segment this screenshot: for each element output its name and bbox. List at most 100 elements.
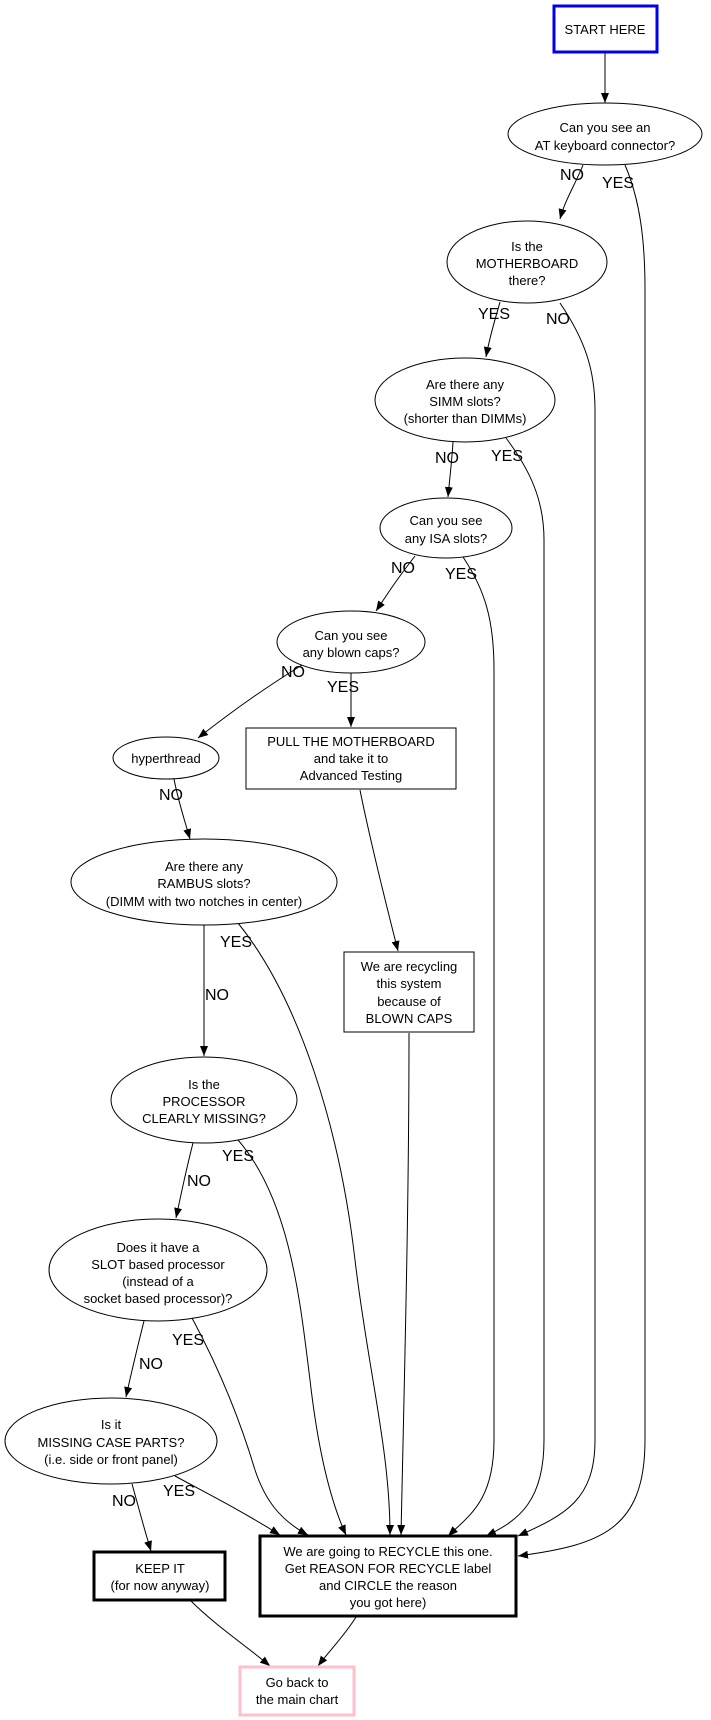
edge-isa-no (375, 555, 416, 612)
node-text-line: SLOT based processor (91, 1257, 225, 1272)
node-motherboard-question[interactable]: Is the MOTHERBOARD there? (446, 220, 608, 304)
edge-simm-yes (485, 437, 545, 1537)
node-text-line: CLEARLY MISSING? (142, 1111, 266, 1126)
edge-label-slot-yes: YES (172, 1332, 204, 1349)
edge-label-rambus-no: NO (205, 987, 229, 1004)
edge-label-caps-yes: YES (327, 679, 359, 696)
edge-blown-caps-no (197, 664, 303, 739)
node-text-line: SIMM slots? (429, 394, 501, 409)
node-text-line: (for now anyway) (111, 1578, 210, 1593)
edge-slot-no (124, 1320, 145, 1398)
node-keep-it[interactable]: KEEP IT (for now anyway) (92, 1550, 227, 1602)
edge-label-case-no: NO (112, 1493, 136, 1510)
edge-labels: NO YES YES NO NO YES NO YES NO YES NO YE… (112, 167, 634, 1510)
edge-label-proc-no: NO (187, 1173, 211, 1190)
node-text-line: Advanced Testing (300, 768, 402, 783)
node-text-line: and CIRCLE the reason (319, 1578, 457, 1593)
edge-label-case-yes: YES (163, 1483, 195, 1500)
node-text-line: Does it have a (116, 1240, 200, 1255)
node-text-line: (shorter than DIMMs) (404, 411, 527, 426)
node-isa-question[interactable]: Can you see any ISA slots? (379, 497, 513, 559)
node-text-line: any blown caps? (303, 645, 400, 660)
node-text-line: MISSING CASE PARTS? (38, 1435, 185, 1450)
node-text-line: this system (376, 976, 441, 991)
node-processor-question[interactable]: Is the PROCESSOR CLEARLY MISSING? (110, 1056, 298, 1144)
node-text-line: any ISA slots? (405, 531, 487, 546)
edge-processor-no (174, 1142, 194, 1219)
node-text-line: socket based processor)? (84, 1291, 233, 1306)
node-text-line: AT keyboard connector? (535, 138, 675, 153)
edge-label-caps-no: NO (281, 664, 305, 681)
node-recycling-blown-caps[interactable]: We are recycling this system because of … (343, 951, 475, 1033)
node-text-line: Can you see (410, 513, 483, 528)
start-label: START HERE (565, 22, 646, 37)
edge-hyperthread-no (173, 778, 192, 840)
node-text-line: (DIMM with two notches in center) (106, 894, 303, 909)
node-text-line: Can you see an (559, 120, 650, 135)
edge-recycle-to-go-back (317, 1616, 357, 1667)
edge-blown-caps-box-to-recycle (397, 1032, 410, 1536)
node-recycle[interactable]: We are going to RECYCLE this one. Get RE… (258, 1534, 518, 1618)
node-text-line: Go back to (266, 1675, 329, 1690)
edge-label-at-yes: YES (602, 175, 634, 192)
node-simm-question[interactable]: Are there any SIMM slots? (shorter than … (374, 357, 556, 443)
node-case-parts-question[interactable]: Is it MISSING CASE PARTS? (i.e. side or … (4, 1397, 218, 1485)
node-text-line: because of (377, 994, 441, 1009)
edge-label-mb-no: NO (546, 311, 570, 328)
edge-label-simm-no: NO (435, 450, 459, 467)
node-at-keyboard-question[interactable]: Can you see an AT keyboard connector? (507, 102, 703, 166)
edge-label-isa-yes: YES (445, 566, 477, 583)
edge-at-keyboard-no (558, 164, 584, 220)
go-back-box (238, 1665, 356, 1717)
node-rambus-question[interactable]: Are there any RAMBUS slots? (DIMM with t… (70, 838, 338, 926)
node-text-line: Are there any (165, 859, 244, 874)
edge-label-proc-yes: YES (222, 1148, 254, 1165)
edge-processor-yes (237, 1139, 347, 1536)
node-text-line: Is it (101, 1417, 122, 1432)
node-text-line: Is the (188, 1077, 220, 1092)
node-go-back[interactable]: Go back to the main chart (238, 1665, 356, 1717)
edge-simm-no (444, 441, 454, 498)
node-text-line: the main chart (256, 1692, 339, 1707)
node-text-line: you got here) (350, 1595, 427, 1610)
edge-pull-to-blown-caps (359, 789, 400, 952)
edge-label-slot-no: NO (139, 1356, 163, 1373)
node-blown-caps-question[interactable]: Can you see any blown caps? (276, 610, 426, 674)
edge-case-parts-no (131, 1483, 152, 1552)
edge-label-rambus-yes: YES (220, 934, 252, 951)
node-text-line: hyperthread (131, 751, 200, 766)
node-text-line: MOTHERBOARD (476, 256, 579, 271)
edge-slot-yes (191, 1317, 309, 1536)
node-text-line: We are recycling (361, 959, 458, 974)
node-text-line: KEEP IT (135, 1561, 185, 1576)
edge-case-parts-yes (174, 1475, 281, 1536)
edge-label-at-no: NO (560, 167, 584, 184)
edge-at-keyboard-yes (517, 164, 646, 1559)
edge-label-isa-no: NO (391, 560, 415, 577)
node-text-line: Can you see (315, 628, 388, 643)
edge-label-simm-yes: YES (491, 448, 523, 465)
node-slot-question[interactable]: Does it have a SLOT based processor (ins… (48, 1218, 268, 1322)
node-text-line: Are there any (426, 377, 505, 392)
edges (124, 53, 646, 1667)
start-box (552, 4, 659, 54)
node-pull-motherboard[interactable]: PULL THE MOTHERBOARD and take it to Adva… (245, 727, 457, 790)
node-text-line: We are going to RECYCLE this one. (283, 1544, 492, 1559)
node-text-line: RAMBUS slots? (157, 876, 250, 891)
edge-label-hyper-no: NO (159, 787, 183, 804)
node-text-line: PROCESSOR (162, 1094, 245, 1109)
node-text-line: Get REASON FOR RECYCLE label (285, 1561, 492, 1576)
edge-rambus-yes (237, 922, 394, 1536)
edge-keep-it-to-go-back (190, 1600, 271, 1667)
edge-motherboard-yes (483, 301, 501, 358)
edge-label-mb-yes: YES (478, 306, 510, 323)
edge-motherboard-no (517, 302, 596, 1537)
edge-isa-yes (447, 556, 495, 1537)
node-start[interactable]: START HERE (552, 4, 659, 54)
node-text-line: BLOWN CAPS (366, 1011, 453, 1026)
node-hyperthread[interactable]: hyperthread (112, 736, 220, 780)
node-text-line: and take it to (314, 751, 388, 766)
node-text-line: PULL THE MOTHERBOARD (267, 734, 435, 749)
node-text-line: there? (509, 273, 546, 288)
